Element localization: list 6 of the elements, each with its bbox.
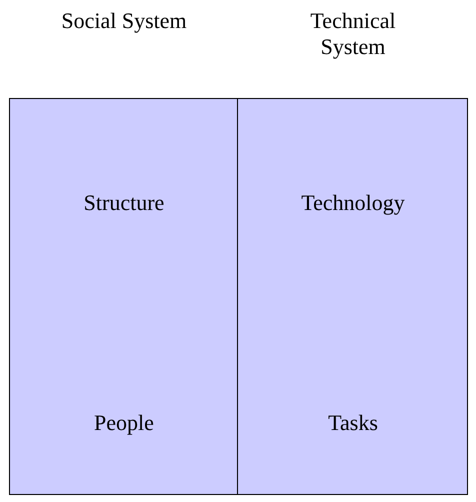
component-label: People [19,410,229,436]
component-label: Technology [248,190,458,216]
column-heading: Social System [60,8,188,34]
component-label: Tasks [248,410,458,436]
component-label: Structure [19,190,229,216]
column-heading: Technical System [309,8,397,60]
